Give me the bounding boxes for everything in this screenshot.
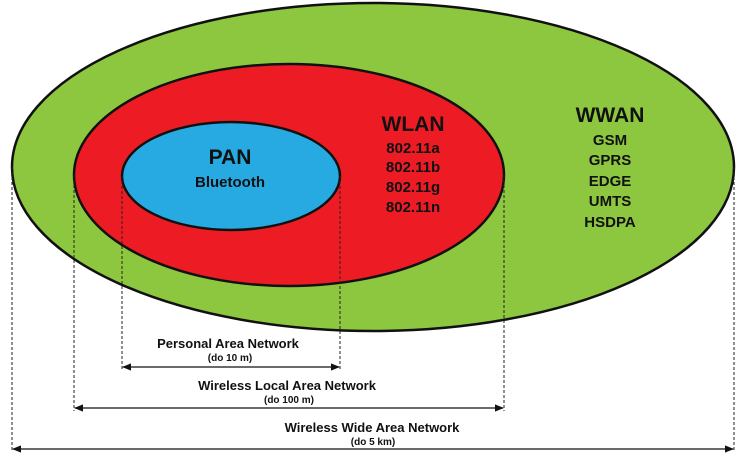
wlan-item-802-11n: 802.11n — [386, 199, 440, 216]
wwan-item-hsdpa: HSDPA — [584, 214, 636, 231]
wwan-item-edge: EDGE — [589, 173, 632, 190]
wlan-item-802-11b: 802.11b — [386, 159, 440, 176]
pan-item-bluetooth: Bluetooth — [195, 174, 265, 191]
wwan-range-label: Wireless Wide Area Network — [285, 420, 461, 435]
pan-title: PAN — [209, 146, 252, 169]
wlan-item-802-11a: 802.11a — [386, 140, 440, 157]
wlan-range-distance: (do 100 m) — [264, 395, 314, 406]
wwan-title: WWAN — [576, 104, 645, 127]
range-arrows — [12, 363, 734, 453]
wlan-item-802-11g: 802.11g — [386, 179, 440, 196]
wlan-range-label: Wireless Local Area Network — [198, 378, 377, 393]
pan-range-label: Personal Area Network — [157, 336, 300, 351]
wwan-item-umts: UMTS — [589, 193, 632, 210]
wwan-item-gprs: GPRS — [589, 152, 632, 169]
wlan-title: WLAN — [382, 113, 445, 136]
wwan-item-gsm: GSM — [593, 132, 627, 149]
pan-range-distance: (do 10 m) — [208, 353, 252, 364]
extension-lines — [11, 167, 735, 452]
wwan-range-distance: (do 5 km) — [351, 437, 395, 448]
